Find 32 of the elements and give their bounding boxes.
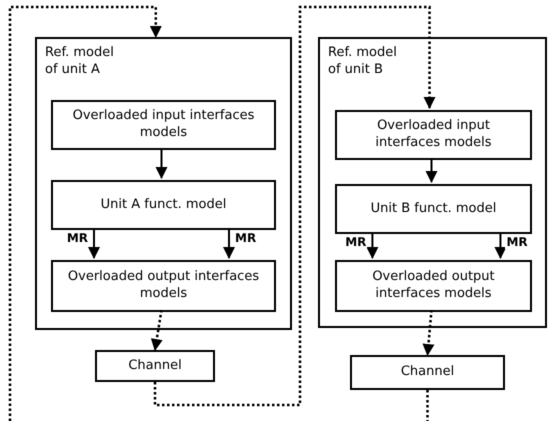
model-container bbox=[318, 37, 547, 328]
box-label: Unit B funct. model bbox=[370, 200, 496, 218]
arrow bbox=[366, 232, 378, 259]
edge-label: MR bbox=[505, 236, 529, 250]
dotted-arrow bbox=[8, 6, 162, 421]
dotted-arrow bbox=[422, 310, 434, 356]
process-box bbox=[95, 350, 215, 382]
container-title: Ref. model of unit B bbox=[328, 45, 398, 79]
model-container bbox=[35, 37, 292, 330]
box-label: Unit A funct. model bbox=[100, 196, 226, 214]
process-box bbox=[335, 110, 532, 160]
dotted-arrow bbox=[150, 310, 163, 351]
box-label: Channel bbox=[400, 364, 454, 381]
process-box bbox=[51, 180, 276, 230]
arrow bbox=[156, 148, 168, 179]
edge-label: MR bbox=[344, 236, 368, 250]
dotted-arrow bbox=[154, 6, 436, 406]
process-box bbox=[335, 260, 532, 312]
box-label: Overloaded input interfaces models bbox=[72, 108, 256, 142]
container-title: Ref. model of unit A bbox=[45, 45, 115, 79]
process-box bbox=[350, 355, 505, 390]
box-label: Channel bbox=[128, 358, 182, 374]
arrow bbox=[223, 228, 235, 259]
process-box bbox=[51, 260, 276, 312]
box-label: Overloaded output interfaces models bbox=[371, 269, 496, 303]
arrow bbox=[494, 232, 506, 259]
process-box bbox=[51, 100, 276, 150]
arrow bbox=[426, 158, 438, 183]
box-label: Overloaded input interfaces models bbox=[374, 118, 493, 152]
process-box bbox=[335, 184, 532, 234]
arrow bbox=[88, 228, 100, 259]
box-label: Overloaded output interfaces models bbox=[66, 269, 260, 303]
